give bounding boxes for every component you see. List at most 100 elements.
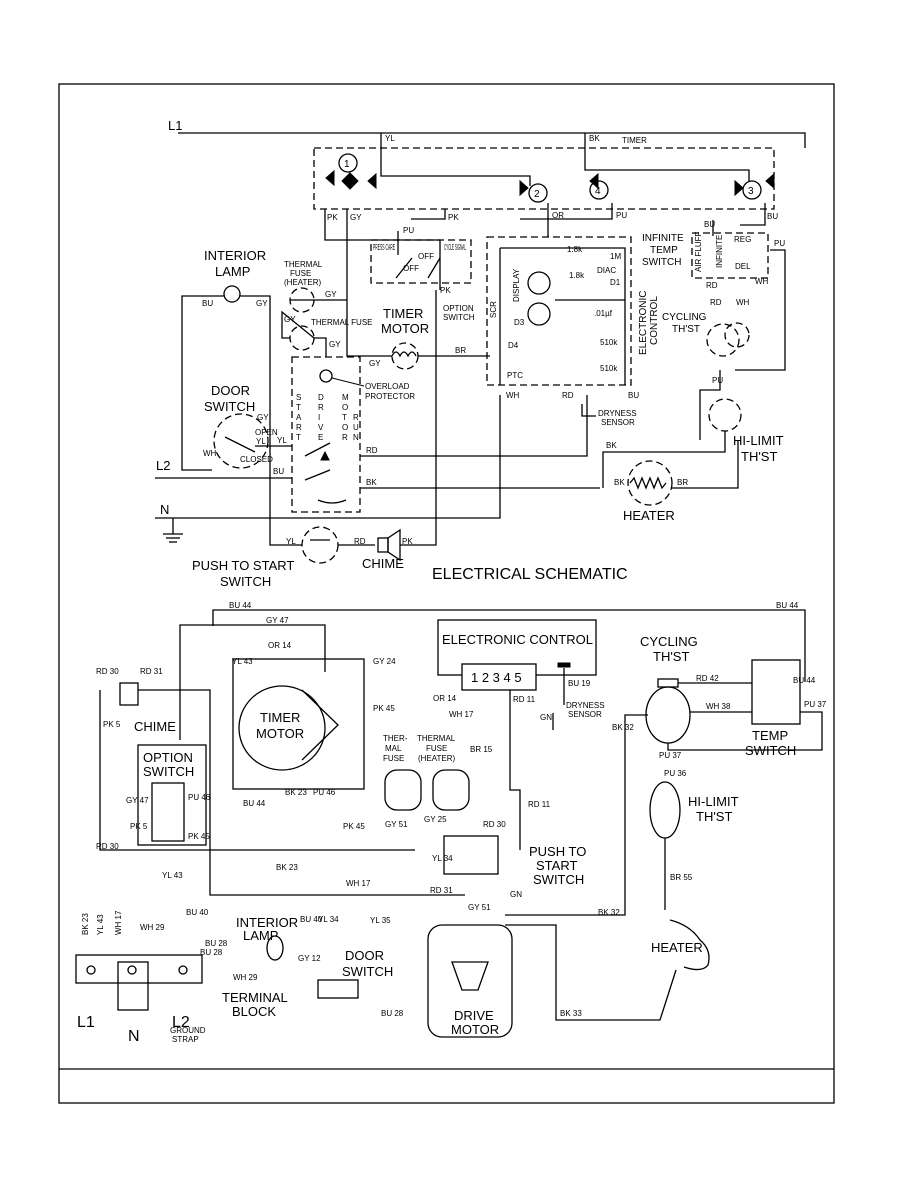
wire-label-gy: GY xyxy=(257,413,269,422)
wire-label-yl: YL xyxy=(277,436,287,445)
drive-winding-label: E xyxy=(318,433,323,442)
electronic-control-box xyxy=(486,236,632,386)
timer-contact-1-label: 1 xyxy=(344,159,350,170)
terminal-n xyxy=(127,965,137,975)
option-switch-label-2: SWITCH xyxy=(443,313,475,322)
d1-label: D1 xyxy=(610,278,621,287)
wire-label-pk: PK xyxy=(440,286,451,295)
overload-protector-label: OVERLOAD xyxy=(365,382,410,391)
line-l1-label: L1 xyxy=(168,118,182,133)
terminal-block-center xyxy=(117,961,149,1011)
wire-label-rd: RD xyxy=(706,281,718,290)
ground-symbol xyxy=(163,518,183,535)
wire-label-bk: BK xyxy=(614,478,625,487)
wire-pu-temp xyxy=(735,249,786,371)
wire-label-bu28: BU 28 xyxy=(205,939,228,948)
dryness-sensor-label-2: SENSOR xyxy=(568,710,602,719)
wire-label-rd11: RD 11 xyxy=(528,800,551,809)
push-to-start-body xyxy=(443,835,499,875)
wire-label-gy: GY xyxy=(350,213,362,222)
heater-coil xyxy=(669,919,710,971)
wire-rd11 xyxy=(509,690,521,850)
wire-bu-timer-3 xyxy=(740,203,766,226)
interior-lamp-symbol xyxy=(223,285,241,303)
thermal-fuse-symbol xyxy=(289,325,315,351)
heater-label: HEATER xyxy=(623,508,675,523)
resistor-1-8k-label: 1.8k xyxy=(567,245,583,254)
timer-contact-bar-2 xyxy=(584,160,750,186)
resistor-510k-label: 510k xyxy=(600,338,618,347)
interior-lamp-label-2: LAMP xyxy=(215,264,250,279)
thermal-fuse-label-2: MAL xyxy=(385,744,402,753)
wire-label-pk45: PK 45 xyxy=(188,832,210,841)
electronic-control-label: ELECTRONIC xyxy=(638,291,649,355)
wire-label-yl34: YL 34 xyxy=(318,915,339,924)
wire-label-bu19: BU 19 xyxy=(568,679,591,688)
door-closed-label: CLOSED xyxy=(240,455,273,464)
wire-fuse-to-motor xyxy=(281,310,327,357)
run-winding-label: U xyxy=(353,423,359,432)
wire-rd30 xyxy=(99,690,415,851)
run-winding-label: M xyxy=(342,393,349,402)
wire-label-bk32: BK 32 xyxy=(598,908,620,917)
wire-label-wh17: WH 17 xyxy=(114,910,123,935)
wire-label-rd30: RD 30 xyxy=(96,842,119,851)
door-switch-label-2: SWITCH xyxy=(342,964,393,979)
infinite-temp-label: INFINITE xyxy=(642,233,684,244)
d3-label: D3 xyxy=(514,318,525,327)
wire-label-bu: BU xyxy=(628,391,639,400)
hi-limit-body xyxy=(649,781,681,839)
wire-label-wh38: WH 38 xyxy=(706,702,731,711)
wire-label-bu: BU xyxy=(767,212,778,221)
wire-yl-label: YL xyxy=(385,134,395,143)
thermal-fuse-heater-label-3: (HEATER) xyxy=(418,754,456,763)
interior-lamp-label: INTERIOR xyxy=(236,915,298,930)
wire-label-rd42: RD 42 xyxy=(696,674,719,683)
run-winding-label: O xyxy=(342,403,348,412)
option-switch-blade xyxy=(395,257,413,279)
wire-label-yl: YL xyxy=(286,537,296,546)
door-switch-blade xyxy=(224,436,256,453)
capacitor-label: .01µf xyxy=(594,309,613,318)
wire-label-gy25: GY 25 xyxy=(424,815,447,824)
wire-label-rd31: RD 31 xyxy=(140,667,163,676)
push-to-start-label: PUSH TO xyxy=(529,844,586,859)
wire-label-wh29: WH 29 xyxy=(233,973,258,982)
wire-yl-push xyxy=(269,405,302,546)
timer-motor-label-2: MOTOR xyxy=(256,726,304,741)
timer-contact-bar-1 xyxy=(380,160,531,186)
wire-bk-label: BK xyxy=(589,134,600,143)
thermal-fuse-label-3: FUSE xyxy=(383,754,404,763)
wire-pu-timer xyxy=(520,203,613,220)
cycling-thst-label-2: TH'ST xyxy=(653,649,689,664)
timer-contact-3-circle xyxy=(742,180,762,200)
terminal-l1-label: L1 xyxy=(77,1014,95,1031)
wire-bu-lamp xyxy=(181,295,224,471)
hi-limit-label-2: TH'ST xyxy=(696,809,732,824)
cycling-thst-symbol xyxy=(706,323,740,357)
chime-connector xyxy=(119,682,139,706)
press-care-label: PRESS CARE xyxy=(373,243,395,252)
door-switch-symbol xyxy=(213,413,269,469)
wire-label-gy51: GY 51 xyxy=(385,820,408,829)
wire-label-wh: WH xyxy=(203,449,217,458)
option-switch-label-2: SWITCH xyxy=(143,764,194,779)
interior-lamp-body xyxy=(266,935,284,961)
wire-bk33 xyxy=(505,924,677,1021)
chime-label: CHIME xyxy=(362,556,404,571)
display-led xyxy=(527,271,551,295)
run-winding-label: O xyxy=(342,423,348,432)
wire-label-bu40: BU 40 xyxy=(186,908,209,917)
interior-lamp-label: INTERIOR xyxy=(204,248,266,263)
terminal-block-label-2: BLOCK xyxy=(232,1004,276,1019)
wire-label-bu40: BU 40 xyxy=(300,915,323,924)
dryness-sensor-label-2: SENSOR xyxy=(601,418,635,427)
line-n-label: N xyxy=(160,502,169,517)
reg-label: REG xyxy=(734,235,751,244)
option-switch-label: OPTION xyxy=(443,304,474,313)
wire-label-bu28: BU 28 xyxy=(200,948,223,957)
cycle-signal-label: CYCLE SIGNAL xyxy=(444,243,466,252)
start-winding-label: S xyxy=(296,393,301,402)
centrifugal-rotation-arrow xyxy=(317,499,347,504)
